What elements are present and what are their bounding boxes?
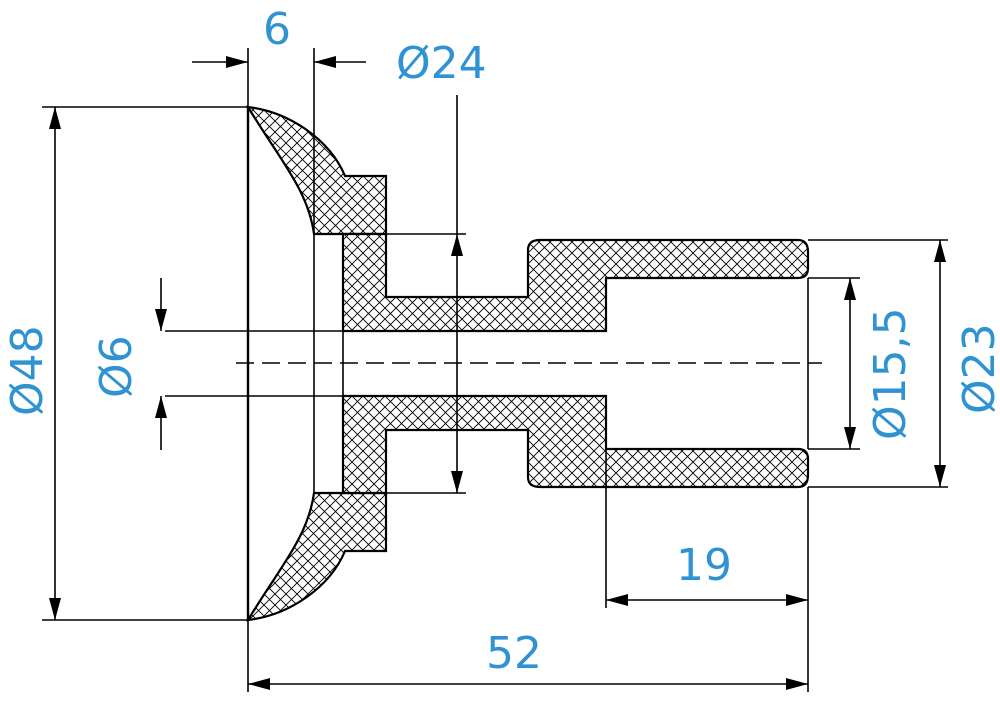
dim-label-6: 6 xyxy=(263,4,291,55)
upper-flange-section xyxy=(245,105,388,236)
lower-hub-section xyxy=(341,394,810,495)
dim-socket-outer-diameter: Ø23 xyxy=(808,239,1000,488)
dim-hub-diameter: Ø24 xyxy=(386,38,487,494)
dim-label-19: 19 xyxy=(676,540,732,591)
dim-label-dia-15-5: Ø15,5 xyxy=(865,307,916,440)
dim-label-dia-48: Ø48 xyxy=(2,325,53,416)
dim-socket-inner-diameter: Ø15,5 xyxy=(808,277,916,450)
dim-label-dia-24: Ø24 xyxy=(396,38,487,89)
dim-label-dia-23: Ø23 xyxy=(954,323,1000,414)
dim-bore-diameter: Ø6 xyxy=(91,278,167,450)
dim-label-dia-6: Ø6 xyxy=(91,335,142,398)
dim-overall-length: 52 xyxy=(247,608,809,692)
upper-hub-section xyxy=(341,232,810,333)
dim-label-52: 52 xyxy=(486,628,542,679)
lower-flange-section xyxy=(245,491,388,622)
dim-flange-diameter: Ø48 xyxy=(2,106,248,621)
dim-flange-thickness: 6 xyxy=(192,4,366,234)
part-section xyxy=(165,105,822,622)
dim-socket-depth: 19 xyxy=(605,449,809,608)
